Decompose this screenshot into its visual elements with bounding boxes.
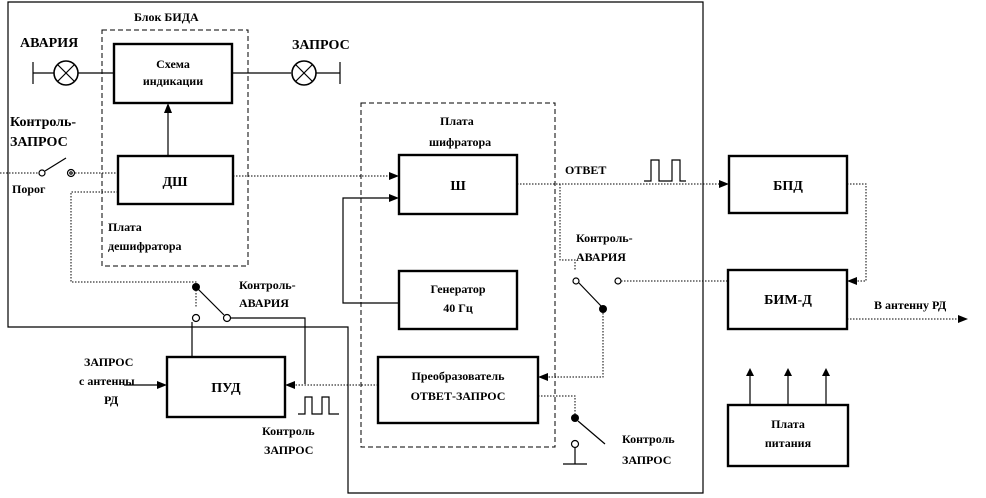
- zapros-in-label-1: ЗАПРОС: [84, 355, 133, 369]
- generator-label-1: Генератор: [430, 282, 485, 296]
- control-zapros-switch-icon[interactable]: [38, 157, 76, 178]
- control-avaria-right-switch-icon[interactable]: [572, 277, 622, 313]
- control-avaria-right-label-2: АВАРИЯ: [576, 250, 626, 264]
- converter-label-1: Преобразователь: [412, 369, 506, 383]
- control-avaria-mid-label-2: АВАРИЯ: [239, 296, 289, 310]
- control-avaria-mid-switch-icon[interactable]: [191, 283, 232, 323]
- control-zapros-right-label-1: Контроль: [622, 432, 675, 446]
- zapros-in-label-3: РД: [104, 393, 119, 407]
- bimd-block: [726, 268, 849, 331]
- indication-scheme-label-1: Схема: [156, 57, 190, 71]
- generator-label-2: 40 Гц: [443, 301, 473, 315]
- control-zapros-label-1: Контроль-: [10, 115, 76, 130]
- housing-outline: [7, 1, 704, 494]
- pud-label: ПУД: [211, 381, 241, 396]
- converter-block: [376, 355, 540, 425]
- control-zapros-bottom-label-2: ЗАПРОС: [264, 443, 313, 457]
- bpd-block: [727, 154, 849, 215]
- deshifrator-label-2: дешифратора: [108, 239, 182, 253]
- power-board-label-2: питания: [765, 436, 812, 450]
- zapros-lamp-icon: [291, 60, 317, 86]
- control-avaria-right-label-1: Контроль-: [576, 231, 633, 245]
- shifrator-board: [360, 102, 556, 448]
- otvet-label: ОТВЕТ: [565, 163, 606, 177]
- power-board-label-1: Плата: [771, 417, 805, 431]
- control-zapros-right-switch-icon[interactable]: [570, 414, 606, 449]
- zapros-in-label-2: с антенны: [79, 374, 135, 388]
- dsh-block: [116, 154, 235, 206]
- bpd-label: БПД: [773, 179, 803, 194]
- avaria-lamp-icon: [53, 60, 79, 86]
- dsh-label: ДШ: [162, 175, 188, 190]
- deshifrator-board: [101, 29, 249, 267]
- bida-title: Блок БИДА: [134, 10, 199, 24]
- pud-block: [165, 355, 287, 419]
- generator-block: [397, 269, 519, 331]
- avaria-label: АВАРИЯ: [20, 36, 78, 51]
- control-zapros-right-label-2: ЗАПРОС: [622, 453, 671, 467]
- sh-label: Ш: [450, 179, 466, 194]
- otvet-pulse-icon: [644, 159, 686, 182]
- control-zapros-bottom-label-1: Контроль: [262, 424, 315, 438]
- shifrator-label-2: шифратора: [429, 135, 491, 149]
- indication-scheme-label-2: индикации: [143, 74, 203, 88]
- control-zapros-label-2: ЗАПРОС: [10, 135, 68, 150]
- porog-label: Порог: [12, 182, 46, 196]
- control-avaria-mid-label-1: Контроль-: [239, 278, 296, 292]
- bimd-label: БИМ-Д: [764, 293, 812, 308]
- converter-label-2: ОТВЕТ-ЗАПРОС: [411, 389, 506, 403]
- zapros-label: ЗАПРОС: [292, 38, 350, 53]
- deshifrator-label-1: Плата: [108, 220, 142, 234]
- zapros-pulse-icon: [298, 396, 339, 415]
- to-antenna-label: В антенну РД: [874, 298, 947, 312]
- shifrator-label-1: Плата: [440, 114, 474, 128]
